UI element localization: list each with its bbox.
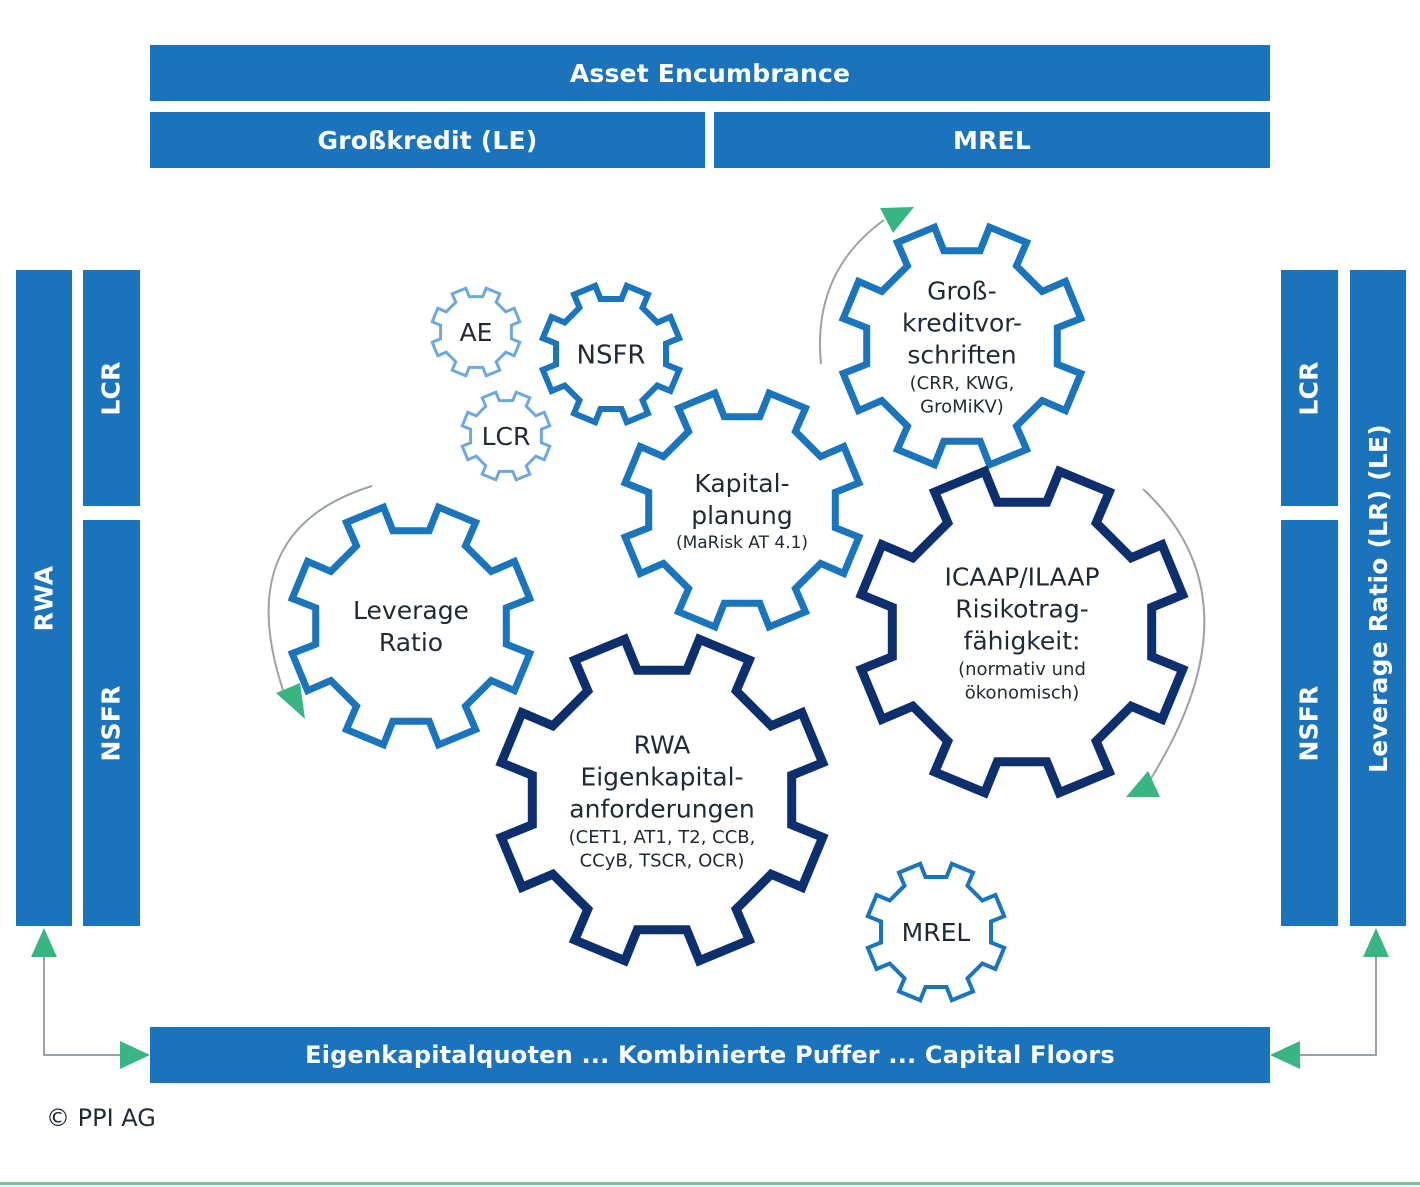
gear-icaap-label-2: Risikotrag- [955, 595, 1088, 624]
rotation-arc-left [267, 485, 373, 691]
gear-grosskredit-sublabel-1: (CRR, KWG, [910, 373, 1015, 394]
arrowhead-up-left [31, 928, 57, 957]
gear-ae: AE [430, 286, 522, 378]
mrel-top-bar: MREL [714, 112, 1270, 168]
gear-nsfr-outline [538, 281, 684, 427]
rotation-arrowhead-right [1126, 771, 1160, 797]
gear-rwa-label-1: RWA [634, 731, 691, 760]
gear-kapital-label-1: Kapital- [694, 469, 789, 498]
gear-lcr: LCR [460, 390, 552, 482]
gear-grosskredit-outline [838, 222, 1086, 470]
grosskredit-label: Großkredit (LE) [317, 125, 538, 155]
gear-rwa-label-3: anforderungen [569, 795, 754, 824]
gear-icaap-sublabel-1: (normativ und [958, 659, 1086, 680]
lcr-right-bar: LCR [1281, 270, 1338, 506]
gear-leverage-outline [287, 502, 535, 750]
gear-leverage-label-2: Ratio [379, 628, 443, 657]
nsfr-left-bar: NSFR [83, 520, 140, 926]
rotation-arrowhead-top [880, 207, 914, 233]
capital-quotas-bar: Eigenkapitalquoten ... Kombinierte Puffe… [150, 1027, 1270, 1083]
connector-left [43, 955, 124, 1056]
mrel-top-label: MREL [953, 125, 1031, 155]
gear-nsfr-label-1: NSFR [577, 340, 646, 370]
bottom-accent-line [0, 1182, 1420, 1185]
gear-rwa-sublabel-2: CCyB, TSCR, OCR) [580, 850, 745, 871]
gear-rwa-label-2: Eigenkapital- [580, 763, 743, 792]
rwa-left-bar: RWA [16, 270, 72, 926]
gear-icaap-label-3: fähigkeit: [964, 627, 1081, 656]
nsfr-right-bar: NSFR [1281, 520, 1338, 926]
gear-rwa-outline [495, 633, 829, 967]
gear-ae-outline [430, 286, 522, 378]
gear-lcr-outline [460, 390, 552, 482]
gear-kapital: Kapital-planung (MaRisk AT 4.1) [620, 388, 864, 632]
lcr-left-bar: LCR [83, 270, 140, 506]
copyright: © PPI AG [46, 1104, 156, 1132]
gear-grosskredit-label-3: schriften [907, 341, 1016, 370]
gear-icaap: ICAAP/ILAAP Risikotrag-fähigkeit: (normati… [855, 465, 1189, 799]
gear-mrel-label-1: MREL [902, 918, 971, 947]
gear-grosskredit-label-1: Groß- [927, 277, 997, 306]
gear-kapital-sublabel-1: (MaRisk AT 4.1) [676, 533, 808, 553]
capital-quotas-label: Eigenkapitalquoten ... Kombinierte Puffe… [305, 1041, 1115, 1069]
leverage-right-bar: Leverage Ratio (LR) (LE) [1350, 270, 1406, 926]
gear-mrel: MREL [865, 861, 1007, 1003]
gear-grosskredit-sublabel-2: GroMiKV) [920, 396, 1004, 417]
rotation-arc-right [1142, 488, 1206, 781]
gear-leverage-label-1: Leverage [353, 596, 469, 625]
gear-nsfr: NSFR [538, 281, 684, 427]
gear-kapital-label-2: planung [691, 501, 793, 530]
gear-icaap-label-1: ICAAP/ILAAP [944, 563, 1099, 592]
gear-kapital-outline [620, 388, 864, 632]
rotation-arrowhead-left [276, 683, 305, 719]
gear-lcr-label-1: LCR [482, 422, 531, 451]
gear-ae-label-1: AE [460, 318, 493, 347]
arrowhead-up-right [1363, 928, 1389, 957]
grosskredit-bar: Großkredit (LE) [150, 112, 705, 168]
asset-encumbrance-label: Asset Encumbrance [569, 58, 851, 88]
arrowhead-right-bottom [120, 1041, 150, 1069]
gear-rwa-sublabel-1: (CET1, AT1, T2, CCB, [569, 827, 756, 848]
gear-icaap-outline [855, 465, 1189, 799]
gear-rwa: RWA Eigenkapital-anforderungen (CET1, AT1,… [495, 633, 829, 967]
gear-grosskredit: Groß-kreditvor-schriften (CRR, KWG,GroMiK… [838, 222, 1086, 470]
asset-encumbrance-bar: Asset Encumbrance [150, 45, 1270, 101]
gear-grosskredit-label-2: kreditvor- [902, 309, 1022, 338]
rotation-arc-top [819, 219, 885, 365]
gear-mrel-outline [865, 861, 1007, 1003]
arrowhead-left-bottom [1270, 1041, 1300, 1069]
connector-right [1300, 955, 1377, 1056]
gear-icaap-sublabel-2: ökonomisch) [965, 682, 1079, 703]
